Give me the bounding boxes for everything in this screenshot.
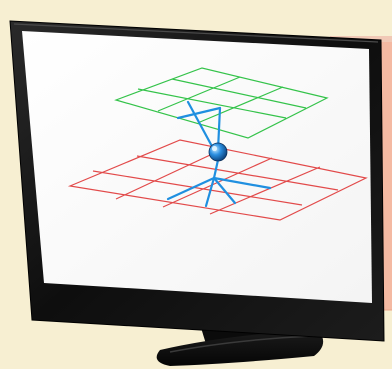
top-grid-plane (114, 67, 329, 139)
central-node (208, 142, 228, 162)
monitor-screen (22, 31, 372, 303)
bottom-grid-plane (67, 139, 368, 221)
